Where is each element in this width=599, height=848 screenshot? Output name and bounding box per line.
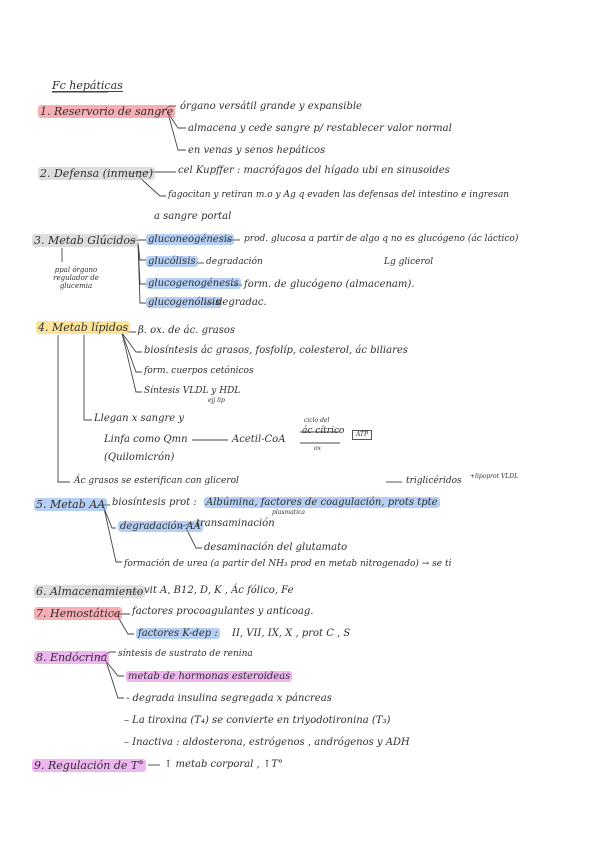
section-6-heading: 6. Almacenamiento — [34, 585, 146, 598]
s3-side-note: ppal órgano regulador de glucemia — [53, 266, 99, 291]
s8-line-b-text: metab de hormonas esteroideas — [126, 671, 293, 682]
s5-line-a2-wrap: Albúmina, factores de coagulación, prots… — [204, 497, 440, 508]
s9-line-a: ↑ metab corporal , ↑T° — [164, 759, 283, 770]
section-1-heading: 1. Reservorio de sangre — [38, 105, 176, 118]
s3-item-a: gluconeogénesis — [146, 234, 235, 245]
s7-line-b: factores K-dep : — [136, 628, 220, 639]
s5-line-b3: desaminación del glutamato — [204, 542, 348, 553]
s1-line-b: almacena y cede sangre p/ restablecer va… — [188, 123, 452, 134]
s7-line-b-term: factores K-dep : — [136, 628, 220, 639]
s6-line-a: vit A, B12, D, K , Ác fólico, Fe — [144, 585, 294, 596]
s4-line-h2: triglicéridos — [406, 476, 462, 486]
s2-line-b: fagocitan y retiran m.o y Ag q evaden la… — [168, 190, 510, 200]
s4-line-f: Linfa como Qmn — [104, 434, 188, 445]
section-2-heading-text: 2. Defensa (inmune) — [38, 167, 155, 180]
s7-line-b2: II, VII, IX, X , prot C , S — [232, 628, 351, 639]
s4-line-h3: +lipoprot VLDL — [470, 473, 519, 480]
s4-line-b: biosíntesis ác grasos, fosfolíp, coleste… — [144, 345, 408, 356]
s7-line-a: factores procoagulantes y anticoag. — [132, 606, 314, 617]
section-3-heading-text: 3. Metab Glúcidos — [32, 234, 138, 247]
section-5-heading: 5. Metab AA — [34, 498, 108, 511]
section-4-heading: 4. Metab lípidos — [36, 321, 131, 334]
s2-line-a: cel Kupffer : macrófagos del hígado ubi … — [178, 165, 450, 176]
s4-line-f5: ox — [314, 445, 321, 452]
section-5-heading-text: 5. Metab AA — [34, 498, 108, 511]
s5-line-b2: transaminación — [196, 518, 275, 529]
s4-line-d: Síntesis VLDL y HDL — [144, 386, 241, 396]
s5-line-a3: plasmatica — [272, 509, 305, 516]
s3-item-b-note: Lg glicerol — [384, 257, 434, 267]
s2-line-c: a sangre portal — [154, 211, 232, 222]
section-6-heading-text: 6. Almacenamiento — [34, 585, 146, 598]
section-9-heading: 9. Regulación de T° — [32, 759, 146, 772]
s5-line-a: biosíntesis prot : — [112, 497, 197, 508]
s8-line-e: – Inactiva : aldosterona, estrógenos , a… — [124, 737, 410, 748]
s3-item-d-desc: degradac. — [216, 297, 267, 308]
s4-line-c: form. cuerpos cetónicos — [144, 366, 254, 376]
section-4-heading-text: 4. Metab lípidos — [36, 321, 131, 334]
s8-line-a: síntesis de sustrato de renina — [118, 649, 253, 659]
page-title: Fc hepáticas — [52, 79, 123, 92]
s4-line-d-note: ejj lip — [208, 397, 225, 404]
s4-line-g: (Quilomicrón) — [104, 452, 175, 463]
section-7-heading-text: 7. Hemostática — [34, 607, 123, 620]
s1-line-c: en venas y senos hepáticos — [188, 145, 326, 156]
s8-line-b: metab de hormonas esteroideas — [126, 671, 293, 682]
s3-item-b-term: glucólisis — [146, 256, 198, 267]
section-9-heading-text: 9. Regulación de T° — [32, 759, 146, 772]
s3-item-b: glucólisis — [146, 256, 198, 267]
s3-item-c-term: glucogenogénesis — [146, 278, 241, 289]
s5-line-b: degradación AA — [118, 521, 203, 532]
s8-line-d: – La tiroxina (T₄) se convierte en triyo… — [124, 715, 391, 726]
s4-line-f3: ciclo del — [304, 417, 330, 424]
s4-line-f4: ác cítrico — [302, 426, 345, 436]
s5-line-b-term: degradación AA — [118, 521, 203, 532]
s5-line-c: formación de urea (a partir del NH₃ prod… — [124, 559, 452, 569]
s3-item-a-term: gluconeogénesis — [146, 234, 235, 245]
section-8-heading-text: 8. Endócrina — [34, 651, 110, 664]
s1-line-a: órgano versátil grande y expansible — [180, 101, 362, 112]
section-2-heading: 2. Defensa (inmune) — [38, 167, 155, 180]
s3-item-b-desc: degradación — [206, 257, 263, 267]
s3-item-d: glucogenólisis — [146, 297, 223, 308]
s3-item-d-term: glucogenólisis — [146, 297, 223, 308]
s5-line-a2: Albúmina, factores de coagulación, prots… — [204, 497, 440, 508]
s4-line-e: Llegan x sangre y — [94, 413, 185, 424]
s3-item-c-desc: form. de glucógeno (almacenam). — [244, 279, 415, 290]
section-3-heading: 3. Metab Glúcidos — [32, 234, 138, 247]
s4-line-f6: ATP — [352, 430, 373, 440]
section-8-heading: 8. Endócrina — [34, 651, 110, 664]
s4-line-f2: Acetil-CoA — [232, 434, 286, 445]
section-1-heading-text: 1. Reservorio de sangre — [38, 105, 176, 118]
s3-item-c: glucogenogénesis — [146, 278, 241, 289]
s8-line-c: - degrada insulina segregada x páncreas — [126, 693, 332, 704]
s4-line-a: β. ox. de ác. grasos — [138, 325, 236, 336]
section-7-heading: 7. Hemostática — [34, 607, 123, 620]
s4-line-h: Ác grasos se esterifican con glicerol — [74, 476, 239, 486]
s3-item-a-desc: prod. glucosa a partir de algo q no es g… — [244, 234, 519, 244]
